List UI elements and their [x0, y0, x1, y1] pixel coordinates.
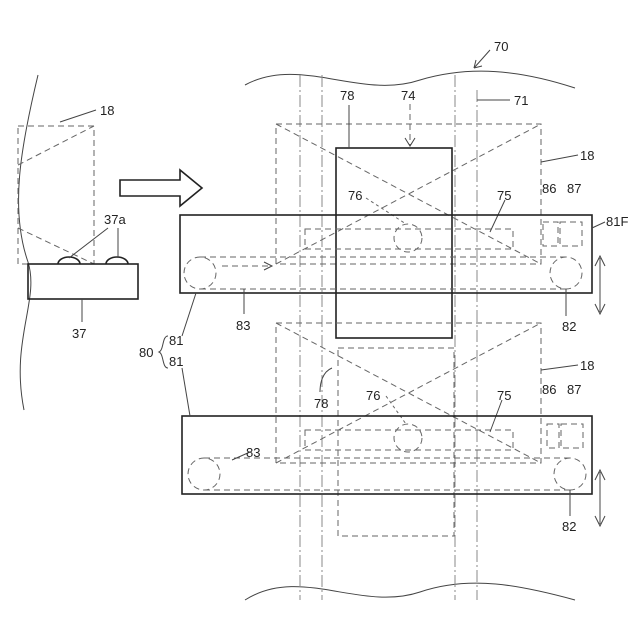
upper-sensor-87	[560, 222, 582, 246]
label-75-upper: 75	[497, 188, 511, 203]
upper-pulley-left	[184, 257, 216, 289]
leader-37a-1	[69, 228, 108, 258]
label-71: 71	[514, 93, 528, 108]
label-82-lower: 82	[562, 519, 576, 534]
label-87-upper: 87	[567, 181, 581, 196]
leader-76-upper	[366, 198, 406, 224]
lower-roller-76	[394, 424, 422, 452]
leader-76-lower	[386, 396, 406, 424]
label-86-upper: 86	[542, 181, 556, 196]
left-dashed-diagonal-2	[18, 228, 94, 264]
label-76-upper: 76	[348, 188, 362, 203]
left-dashed-head-outline	[18, 126, 94, 264]
label-37a: 37a	[104, 212, 126, 227]
bump-37a-1	[58, 257, 80, 264]
label-81F: 81F	[606, 214, 628, 229]
label-82-upper: 82	[562, 319, 576, 334]
lower-sensor-87	[561, 424, 583, 448]
bottom-wavy-break-line	[245, 583, 575, 600]
label-83-lower: 83	[246, 445, 260, 460]
lower-pulley-82	[554, 458, 586, 490]
label-78-lower: 78	[314, 396, 328, 411]
upper-sensor-86	[543, 222, 558, 246]
left-dashed-diagonal-1	[18, 126, 94, 165]
lower-frame-78	[338, 348, 454, 536]
label-87-lower: 87	[567, 382, 581, 397]
leader-18-upper	[541, 155, 578, 162]
block-arrow-icon	[120, 170, 202, 206]
upper-pulley-82	[550, 257, 582, 289]
lower-pulley-left	[188, 458, 220, 490]
upper-roller-76	[394, 224, 422, 252]
upper-frame-78	[336, 148, 452, 338]
leader-81F	[592, 222, 605, 228]
leader-81-upper	[182, 293, 196, 336]
lower-sensor-86	[547, 424, 559, 448]
bump-37a-2	[106, 257, 128, 264]
label-81-lower: 81	[169, 354, 183, 369]
label-81-upper: 81	[169, 333, 183, 348]
stage-37	[28, 264, 138, 299]
label-86-lower: 86	[542, 382, 556, 397]
label-70: 70	[494, 39, 508, 54]
brace-80	[159, 336, 168, 368]
leader-70-arrow	[474, 50, 490, 68]
top-wavy-break-line	[245, 71, 575, 88]
label-83-upper: 83	[236, 318, 250, 333]
label-18-upper: 18	[580, 148, 594, 163]
leader-18-lower	[541, 365, 578, 370]
label-37: 37	[72, 326, 86, 341]
label-18-lower: 18	[580, 358, 594, 373]
label-74: 74	[401, 88, 415, 103]
label-75-lower: 75	[497, 388, 511, 403]
label-78-upper: 78	[340, 88, 354, 103]
label-18-left: 18	[100, 103, 114, 118]
label-80: 80	[139, 345, 153, 360]
leader-81-lower	[182, 368, 190, 416]
upper-conveyor-81F	[180, 215, 592, 293]
lower-inner-75	[305, 430, 513, 450]
leader-18-left	[60, 110, 96, 122]
label-76-lower: 76	[366, 388, 380, 403]
leader-75-upper	[490, 200, 505, 232]
left-wavy-boundary	[19, 75, 38, 410]
